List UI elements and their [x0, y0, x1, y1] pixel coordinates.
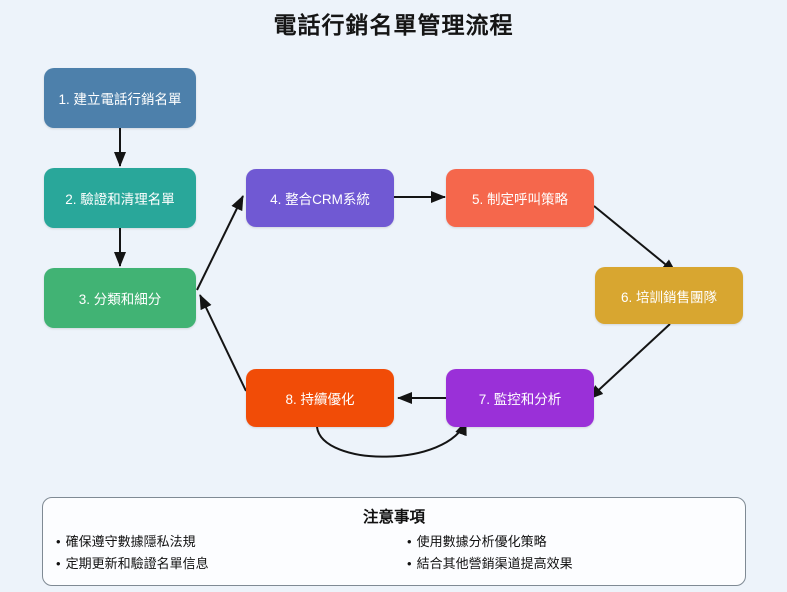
flow-node-label: 7. 監控和分析 — [478, 392, 562, 407]
flow-node-label: 3. 分類和細分 — [78, 292, 162, 307]
flow-node-train-sales-team: 6. 培訓銷售團隊 — [595, 267, 743, 324]
flow-node-integrate-crm: 4. 整合CRM系統 — [246, 169, 394, 227]
note-text: 使用數據分析優化策略 — [416, 534, 547, 549]
arrow-6-to-7 — [588, 323, 671, 400]
flow-node-monitor-analyze: 7. 監控和分析 — [446, 369, 594, 427]
flow-node-create-list: 1. 建立電話行銷名單 — [44, 68, 196, 128]
arrow-5-to-6 — [593, 205, 677, 274]
flow-node-label: 2. 驗證和清理名單 — [65, 192, 175, 207]
notes-title: 注意事項 — [362, 509, 425, 526]
flow-node-call-strategy: 5. 制定呼叫策略 — [446, 169, 594, 227]
note-text: 定期更新和驗證名單信息 — [65, 556, 209, 571]
note-item: • 定期更新和驗證名單信息 — [56, 553, 394, 575]
note-item: • 結合其他營銷渠道提高效果 — [407, 553, 745, 575]
arrow-8-to-3 — [199, 294, 247, 392]
flow-node-label: 4. 整合CRM系統 — [270, 192, 370, 207]
page-title: 電話行銷名單管理流程 — [273, 12, 514, 38]
flow-node-verify-clean-list: 2. 驗證和清理名單 — [44, 168, 196, 228]
note-item: • 確保遵守數據隱私法規 — [56, 531, 394, 553]
notes-columns: • 確保遵守數據隱私法規 • 定期更新和驗證名單信息 • 使用數據分析優化策略 • 結合… — [43, 531, 745, 575]
flow-node-label: 6. 培訓銷售團隊 — [620, 289, 717, 305]
bullet-icon: • — [56, 556, 61, 571]
arrow-3-to-4 — [196, 195, 244, 291]
notes-panel: 注意事項 • 確保遵守數據隱私法規 • 定期更新和驗證名單信息 • 使用數據分析優化策… — [42, 497, 746, 586]
arrow-8-to-7-loop — [316, 420, 467, 458]
note-text: 結合其他營銷渠道提高效果 — [416, 556, 573, 571]
flow-node-label: 8. 持續優化 — [285, 392, 355, 407]
flow-node-label: 1. 建立電話行銷名單 — [58, 92, 182, 107]
note-item: • 使用數據分析優化策略 — [407, 531, 745, 553]
notes-column-left: • 確保遵守數據隱私法規 • 定期更新和驗證名單信息 — [43, 531, 394, 575]
bullet-icon: • — [407, 534, 412, 549]
bullet-icon: • — [407, 556, 412, 571]
flow-node-continuous-optimize: 8. 持續優化 — [246, 369, 394, 427]
notes-column-right: • 使用數據分析優化策略 • 結合其他營銷渠道提高效果 — [394, 531, 745, 575]
flow-node-classify-segment: 3. 分類和細分 — [44, 268, 196, 328]
flow-node-label: 5. 制定呼叫策略 — [471, 192, 568, 207]
bullet-icon: • — [56, 534, 61, 549]
note-text: 確保遵守數據隱私法規 — [65, 534, 196, 549]
